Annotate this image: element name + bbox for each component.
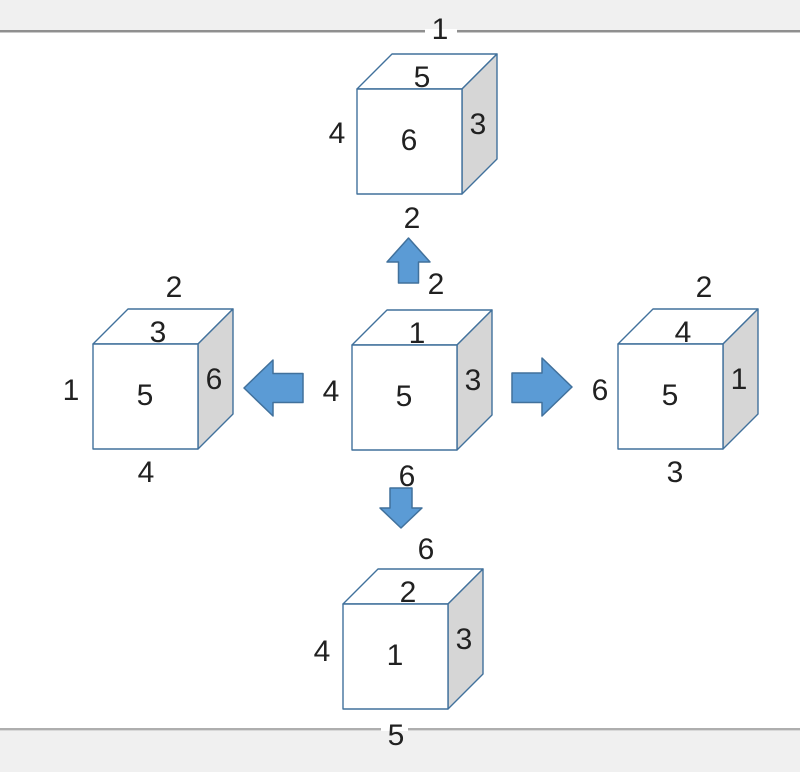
left-cube-left-label: 1 [62,374,80,407]
down-arrow-icon [379,487,423,529]
center-cube-side-number: 3 [465,364,482,397]
top-cube-side-number: 3 [470,108,487,141]
bottom-cube-left-label: 4 [313,635,331,668]
center-cube-front-number: 5 [396,380,413,413]
top-cube: 5 6 3 [356,53,498,195]
center-cube-left-label: 4 [322,375,340,408]
left-cube-front-number: 5 [137,379,154,412]
down-arrow-label: 6 [417,533,435,566]
top-cube-below-label: 2 [403,202,421,235]
left-cube-top-number: 3 [150,316,167,349]
top-cube-front-number: 6 [401,124,418,157]
center-cube-below-label: 6 [398,460,416,493]
right-cube-top-number: 4 [675,316,692,349]
bottom-gray-strip [0,731,800,772]
top-cube-top-number: 5 [414,61,431,94]
top-cube-front-face [356,88,463,195]
right-cube-left-label: 6 [591,374,609,407]
bottom-cube-front-number: 1 [387,639,404,672]
bottom-cube: 2 1 3 [342,568,484,710]
top-rule-line [0,30,800,33]
right-cube-front-face [617,343,724,450]
bottom-rule-gap [381,727,408,731]
right-cube-below-label: 3 [666,456,684,489]
left-cube-front-face [92,343,199,450]
right-cube-front-number: 5 [662,379,679,412]
center-cube: 1 5 3 [351,309,493,451]
left-cube: 3 5 6 [92,308,234,450]
up-arrow-label: 2 [427,268,445,301]
right-arrow-icon [511,357,573,417]
center-cube-top-number: 1 [409,317,426,350]
up-arrow-icon [386,237,431,284]
bottom-cube-top-number: 2 [400,576,417,609]
top-rule-gap [425,29,457,33]
top-gray-strip [0,0,800,30]
top-cube-left-label: 4 [328,117,346,150]
right-cube: 4 5 1 [617,308,759,450]
left-cube-above-label: 2 [165,271,183,304]
bottom-cube-side-number: 3 [456,623,473,656]
left-arrow-icon [243,359,304,417]
left-cube-below-label: 4 [137,456,155,489]
left-cube-side-number: 6 [206,363,223,396]
center-cube-front-face [351,344,458,451]
bottom-cube-front-face [342,603,449,710]
top-rule-label: 1 [431,13,449,46]
bottom-rule-label: 5 [387,719,405,752]
right-cube-above-label: 2 [695,271,713,304]
right-cube-side-number: 1 [731,363,748,396]
